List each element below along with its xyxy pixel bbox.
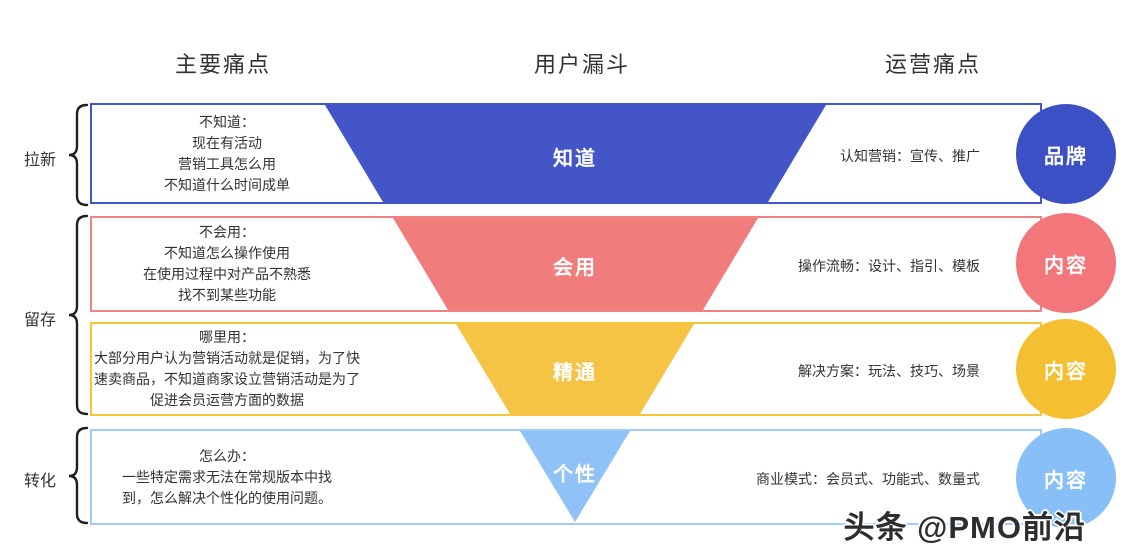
pain-line: 怎么办： — [199, 448, 255, 464]
brace-retention — [68, 214, 89, 416]
circle-label: 内容 — [1044, 469, 1088, 492]
funnel-segment-master — [456, 324, 694, 414]
ops-text-personal: 商业模式：会员式、功能式、数量式 — [756, 471, 980, 487]
pain-line: 找不到某些功能 — [178, 287, 276, 303]
funnel-label-can-use: 会用 — [553, 257, 597, 279]
column-header-user-funnel: 用户漏斗 — [533, 52, 630, 77]
circle-brand: 品牌 — [1016, 104, 1116, 204]
pain-line: 营销工具怎么用 — [178, 156, 276, 172]
watermark-toutiao-pmo: 头条 @PMO前沿 — [843, 510, 1086, 545]
funnel-label-personal: 个性 — [553, 464, 597, 486]
pain-line: 速卖商品，不知道商家设立营销活动是为了 — [94, 371, 360, 387]
pain-line: 一些特定需求无法在常规版本中找 — [122, 469, 332, 485]
pain-text-can-use: 不会用： 不知道怎么操作使用 在使用过程中对产品不熟悉 找不到某些功能 — [77, 222, 377, 306]
ops-text-master: 解决方案：玩法、技巧、场景 — [798, 363, 980, 379]
funnel-segment-personal — [520, 431, 630, 522]
circle-content-2: 内容 — [1016, 319, 1116, 419]
funnel-segment-can-use — [393, 218, 758, 310]
circle-content-3: 内容 — [1016, 428, 1116, 528]
ops-text-know: 认知营销：宣传、推广 — [840, 148, 980, 164]
pain-line: 不会用： — [199, 224, 255, 240]
pain-line: 不知道什么时间成单 — [164, 177, 290, 193]
funnel-label-master: 精通 — [553, 362, 597, 384]
column-header-main-pain-points: 主要痛点 — [174, 52, 271, 77]
circle-content-1: 内容 — [1016, 213, 1116, 313]
pain-line: 在使用过程中对产品不熟悉 — [143, 266, 311, 282]
group-label-acquisition: 拉新 — [23, 152, 56, 169]
funnel-label-know: 知道 — [553, 148, 597, 170]
column-header-operation-pain-points: 运营痛点 — [884, 52, 981, 77]
pain-line: 不知道： — [199, 114, 255, 130]
pain-line: 促进会员运营方面的数据 — [150, 392, 304, 408]
group-label-conversion: 转化 — [23, 473, 56, 490]
pain-line: 哪里用： — [199, 329, 255, 345]
pain-line: 到，怎么解决个性化的使用问题。 — [122, 490, 332, 506]
pain-line: 大部分用户认为营销活动就是促销，为了快 — [94, 350, 360, 366]
brace-acquisition — [68, 103, 89, 207]
pain-text-master: 哪里用： 大部分用户认为营销活动就是促销，为了快 速卖商品，不知道商家设立营销活… — [77, 327, 377, 411]
pain-text-know: 不知道： 现在有活动 营销工具怎么用 不知道什么时间成单 — [77, 112, 377, 196]
funnel-segment-know — [325, 105, 826, 202]
circle-label: 品牌 — [1044, 145, 1088, 168]
group-label-retention: 留存 — [23, 312, 56, 329]
circle-label: 内容 — [1044, 254, 1088, 277]
circle-label: 内容 — [1044, 360, 1088, 383]
pain-text-personal: 怎么办： 一些特定需求无法在常规版本中找 到，怎么解决个性化的使用问题。 — [77, 446, 377, 509]
pain-line: 现在有活动 — [192, 135, 262, 151]
ops-text-can-use: 操作流畅：设计、指引、模板 — [798, 258, 980, 274]
pain-line: 不知道怎么操作使用 — [164, 245, 290, 261]
brace-conversion — [68, 426, 89, 525]
